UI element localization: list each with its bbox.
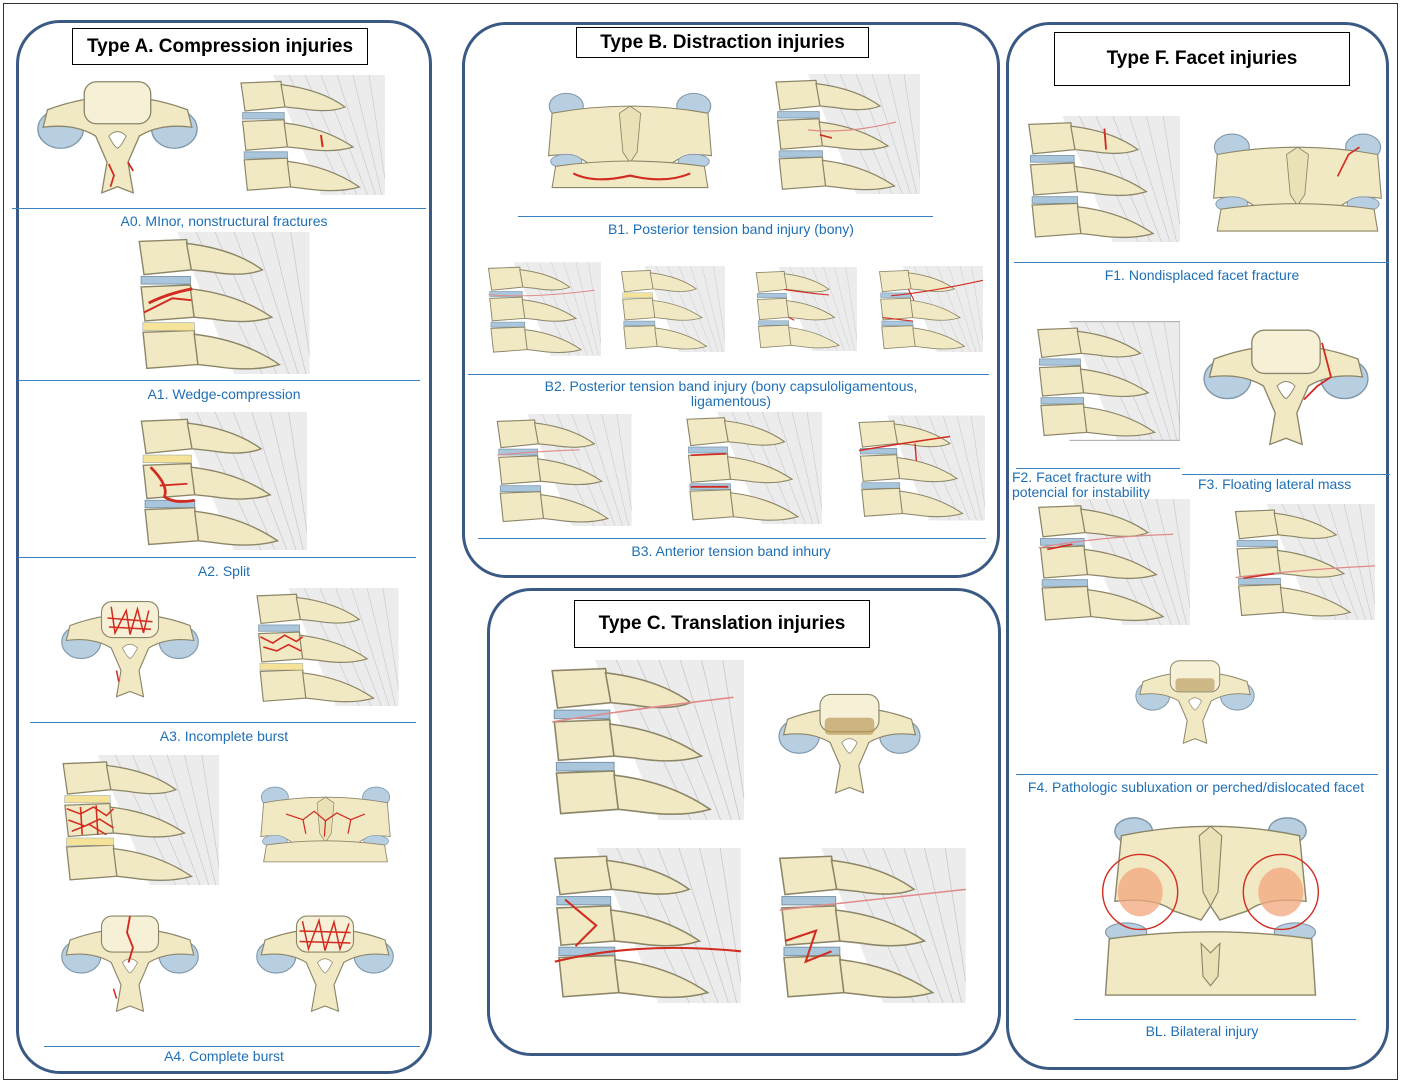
c-illustration-4 [755, 848, 970, 1003]
f4-axial-illustration [1130, 632, 1260, 770]
f4-lateral-illustration-1 [1022, 497, 1190, 627]
b2-illustration-4 [868, 258, 983, 360]
bl-caption: BL. Bilateral injury [1006, 1024, 1398, 1039]
a4-axial-illustration-2 [250, 900, 400, 1025]
f3-illustration [1196, 308, 1376, 464]
a3-caption: A3. Incomplete burst [16, 729, 432, 744]
b2-caption-line1: B2. Posterior tension band injury (bony … [462, 379, 1000, 394]
b1-lateral-illustration [760, 60, 920, 208]
b2-rule [468, 374, 989, 375]
b3-illustration-3 [845, 410, 985, 526]
bl-coronal-illustration [1098, 802, 1323, 1010]
a4-coronal-illustration [258, 755, 393, 890]
a0-axial-illustration [30, 72, 205, 200]
f4-lateral-illustration-2 [1220, 497, 1375, 627]
b3-illustration-2 [672, 410, 822, 526]
b1-caption: B1. Posterior tension band injury (bony) [462, 222, 1000, 237]
a4-rule [44, 1046, 420, 1047]
panel-b-title: Type B. Distraction injuries [576, 27, 869, 58]
a1-caption: A1. Wedge-compression [16, 387, 432, 402]
a0-rule [12, 208, 426, 209]
f1-rule [1014, 262, 1389, 263]
f2-caption-line1: F2. Facet fracture with [1012, 470, 1188, 485]
bl-rule [1074, 1019, 1356, 1020]
f3-caption: F3. Floating lateral mass [1198, 477, 1378, 492]
f3-rule [1182, 474, 1390, 475]
f4-caption: F4. Pathologic subluxation or perched/di… [1006, 780, 1386, 795]
panel-a-title: Type A. Compression injuries [72, 28, 368, 65]
a3-lateral-illustration [235, 588, 405, 706]
a3-rule [30, 722, 416, 723]
c-illustration-2 [772, 660, 927, 825]
a4-axial-illustration-1 [55, 900, 205, 1025]
panel-c-title: Type C. Translation injuries [574, 600, 870, 648]
b2-caption: B2. Posterior tension band injury (bony … [462, 379, 1000, 409]
a3-axial-illustration [55, 590, 205, 706]
a2-rule [18, 557, 416, 558]
a2-caption: A2. Split [16, 564, 432, 579]
b2-illustration-3 [745, 258, 857, 360]
f2-caption: F2. Facet fracture with potencial for in… [1012, 470, 1188, 500]
c-illustration-3 [530, 848, 745, 1003]
c-illustration-1 [530, 660, 745, 820]
f2-illustration [1022, 300, 1180, 462]
a0-caption: A0. MInor, nonstructural fractures [16, 214, 432, 229]
f1-lateral-illustration [1012, 104, 1180, 254]
a1-illustration [115, 232, 315, 374]
b1-rule [518, 216, 933, 217]
panel-f-title: Type F. Facet injuries [1054, 32, 1350, 86]
b3-rule [478, 538, 986, 539]
b2-illustration-2 [610, 258, 725, 360]
f1-caption: F1. Nondisplaced facet fracture [1006, 268, 1398, 283]
b2-illustration-1 [476, 258, 601, 360]
a0-lateral-illustration [225, 70, 385, 200]
f1-coronal-illustration [1210, 110, 1385, 250]
b3-caption: B3. Anterior tension band inhury [462, 544, 1000, 559]
a2-illustration [115, 412, 315, 550]
a4-lateral-illustration [40, 755, 225, 885]
a1-rule [18, 380, 420, 381]
b3-illustration-1 [482, 414, 632, 526]
b2-caption-line2: ligamentous) [462, 394, 1000, 409]
f4-rule [1016, 774, 1378, 775]
b1-coronal-illustration [545, 68, 715, 208]
a4-caption: A4. Complete burst [16, 1049, 432, 1064]
